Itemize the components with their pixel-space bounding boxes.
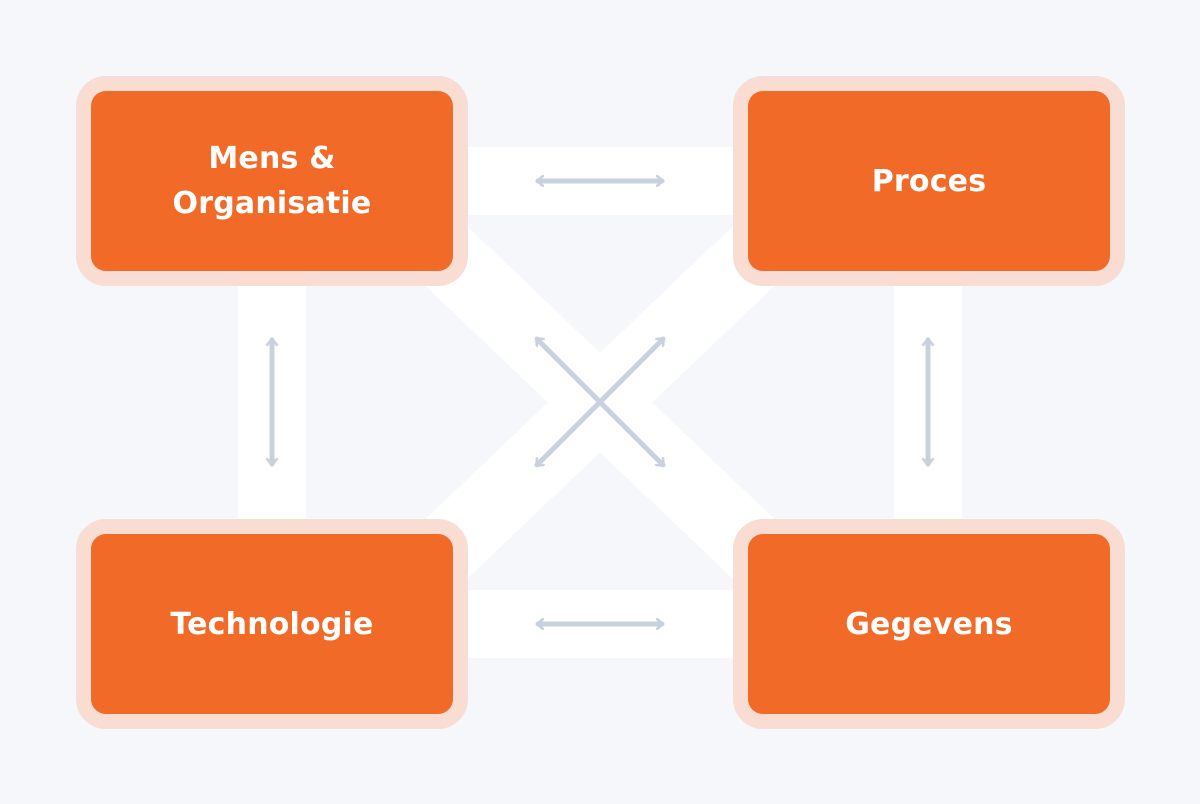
box-technologie — [91, 534, 453, 714]
box-gegevens — [748, 534, 1110, 714]
label-proces: Proces — [871, 163, 987, 199]
box-proces — [748, 91, 1110, 271]
arrow-diagonal-2 — [534, 336, 666, 468]
arrows — [272, 181, 928, 624]
boxes — [91, 91, 1110, 714]
label-mens-organisatie: Mens & Organisatie — [172, 141, 372, 221]
box-mens-organisatie — [91, 91, 453, 271]
label-gegevens: Gegevens — [845, 606, 1013, 642]
label-technologie: Technologie — [170, 606, 374, 642]
